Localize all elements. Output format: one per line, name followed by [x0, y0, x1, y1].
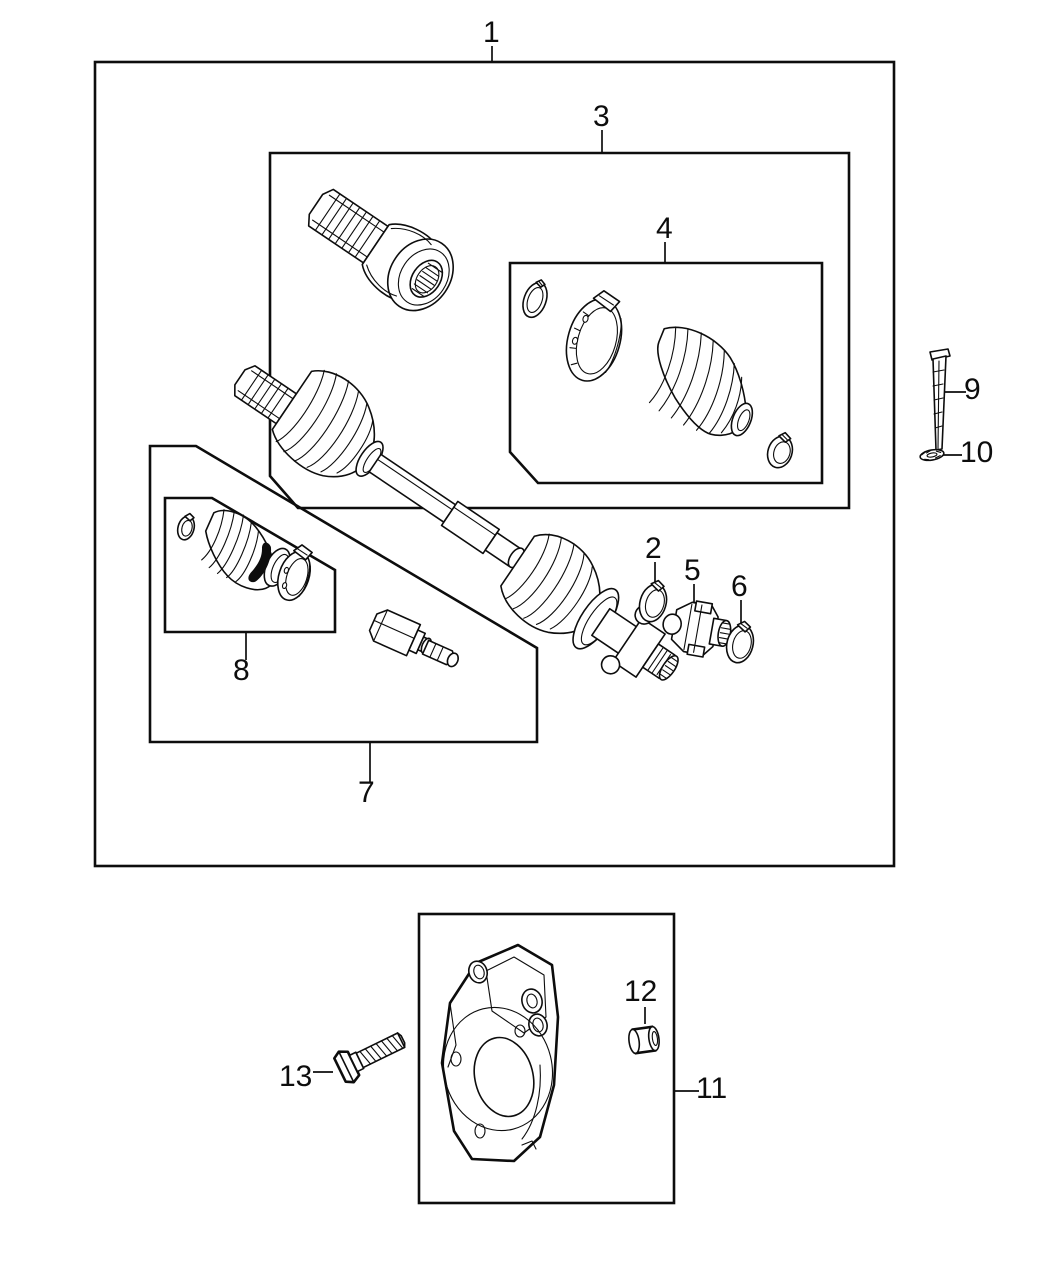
callout-label-12: 12	[624, 975, 658, 1008]
boot-clamp-4b	[565, 290, 623, 382]
callout-label-9: 9	[964, 373, 981, 406]
callout-label-8: 8	[233, 654, 250, 687]
boot-clamp-4d	[766, 431, 794, 469]
box-3-outer-joint-kit	[268, 151, 851, 510]
washer-10	[919, 448, 945, 462]
callout-label-5: 5	[684, 554, 701, 587]
callout-label-11: 11	[696, 1072, 728, 1105]
callout-label-13: 13	[279, 1060, 313, 1093]
retaining-ring-8a	[176, 512, 196, 541]
retaining-ring-4a	[522, 279, 548, 319]
callout-label-2: 2	[645, 532, 662, 565]
bolt-9	[929, 348, 951, 451]
half-shaft-main-assembly	[234, 365, 679, 681]
callout-label-7: 7	[358, 776, 375, 809]
callout-label-3: 3	[593, 100, 610, 133]
inner-stub-shaft-7	[368, 609, 459, 668]
box-11-support-bracket	[417, 912, 676, 1205]
snap-ring-2	[638, 579, 668, 623]
callout-label-4: 4	[656, 212, 673, 245]
snap-ring-6	[725, 620, 755, 664]
cv-boot-4c	[648, 326, 754, 437]
box-1-axle-assembly	[93, 60, 896, 868]
box-8-inner-boot-kit	[163, 496, 337, 634]
boot-clamp-8c	[276, 544, 313, 602]
callout-leader-lines	[245, 46, 966, 1092]
support-bracket-11	[440, 943, 560, 1163]
callout-label-6: 6	[731, 570, 748, 603]
bushing-12	[628, 1025, 660, 1055]
callout-label-10: 10	[960, 436, 994, 469]
callout-label-1: 1	[483, 16, 500, 49]
box-4-outer-boot-kit	[508, 261, 824, 485]
part-outer-cv-joint-3	[307, 188, 454, 312]
box-7-inner-joint-kit	[148, 444, 539, 744]
bolt-13	[333, 1032, 406, 1084]
